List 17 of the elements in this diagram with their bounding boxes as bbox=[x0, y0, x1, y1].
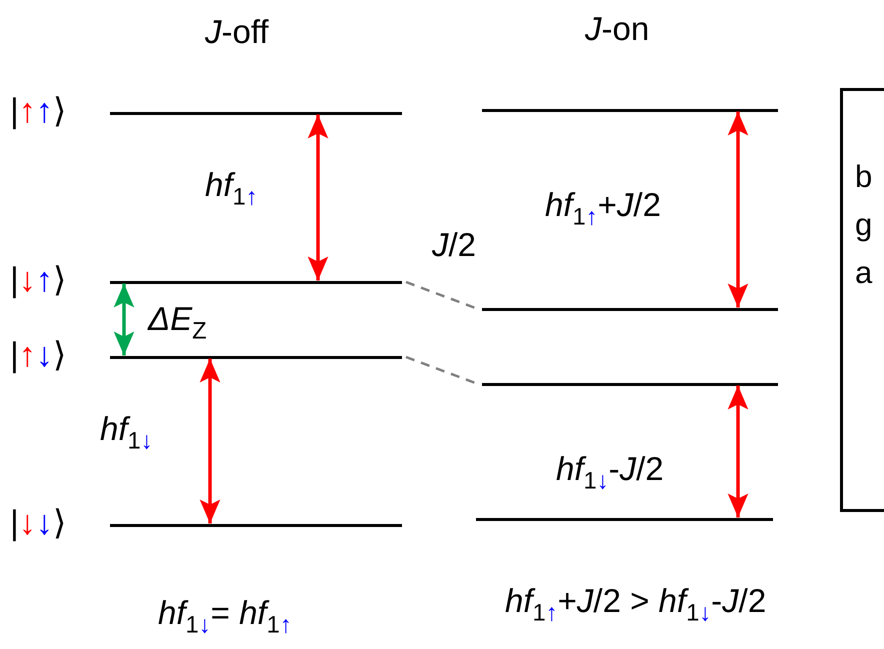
spin-state-label: |↑↑⟩ bbox=[10, 94, 66, 128]
edge-label: hf$_{1}$$_{↓}$-J/2 bbox=[556, 452, 664, 494]
spin-state-label: |↓↓⟩ bbox=[10, 506, 66, 540]
edge-label: ΔE$_{Z}$ bbox=[148, 302, 207, 344]
box-text: b g a bbox=[855, 158, 874, 292]
edge-label: J/2 bbox=[432, 228, 476, 261]
formula-text: hf$_{1}$$_{↑}$+J/2 > hf$_{1}$$_{↓}$-J/2 bbox=[505, 584, 766, 626]
double-arrow bbox=[200, 358, 220, 524]
edge-label: hf$_{1}$$_{↑}$+J/2 bbox=[545, 188, 661, 230]
column-heading: J-off bbox=[205, 15, 269, 48]
double-arrow bbox=[308, 114, 328, 280]
spin-state-label: |↓↑⟩ bbox=[10, 263, 66, 297]
spin-state-label: |↑↓⟩ bbox=[10, 338, 66, 372]
double-arrow bbox=[728, 386, 748, 518]
double-arrow bbox=[114, 284, 134, 356]
column-heading: J-on bbox=[585, 12, 650, 45]
double-arrow bbox=[728, 112, 748, 308]
